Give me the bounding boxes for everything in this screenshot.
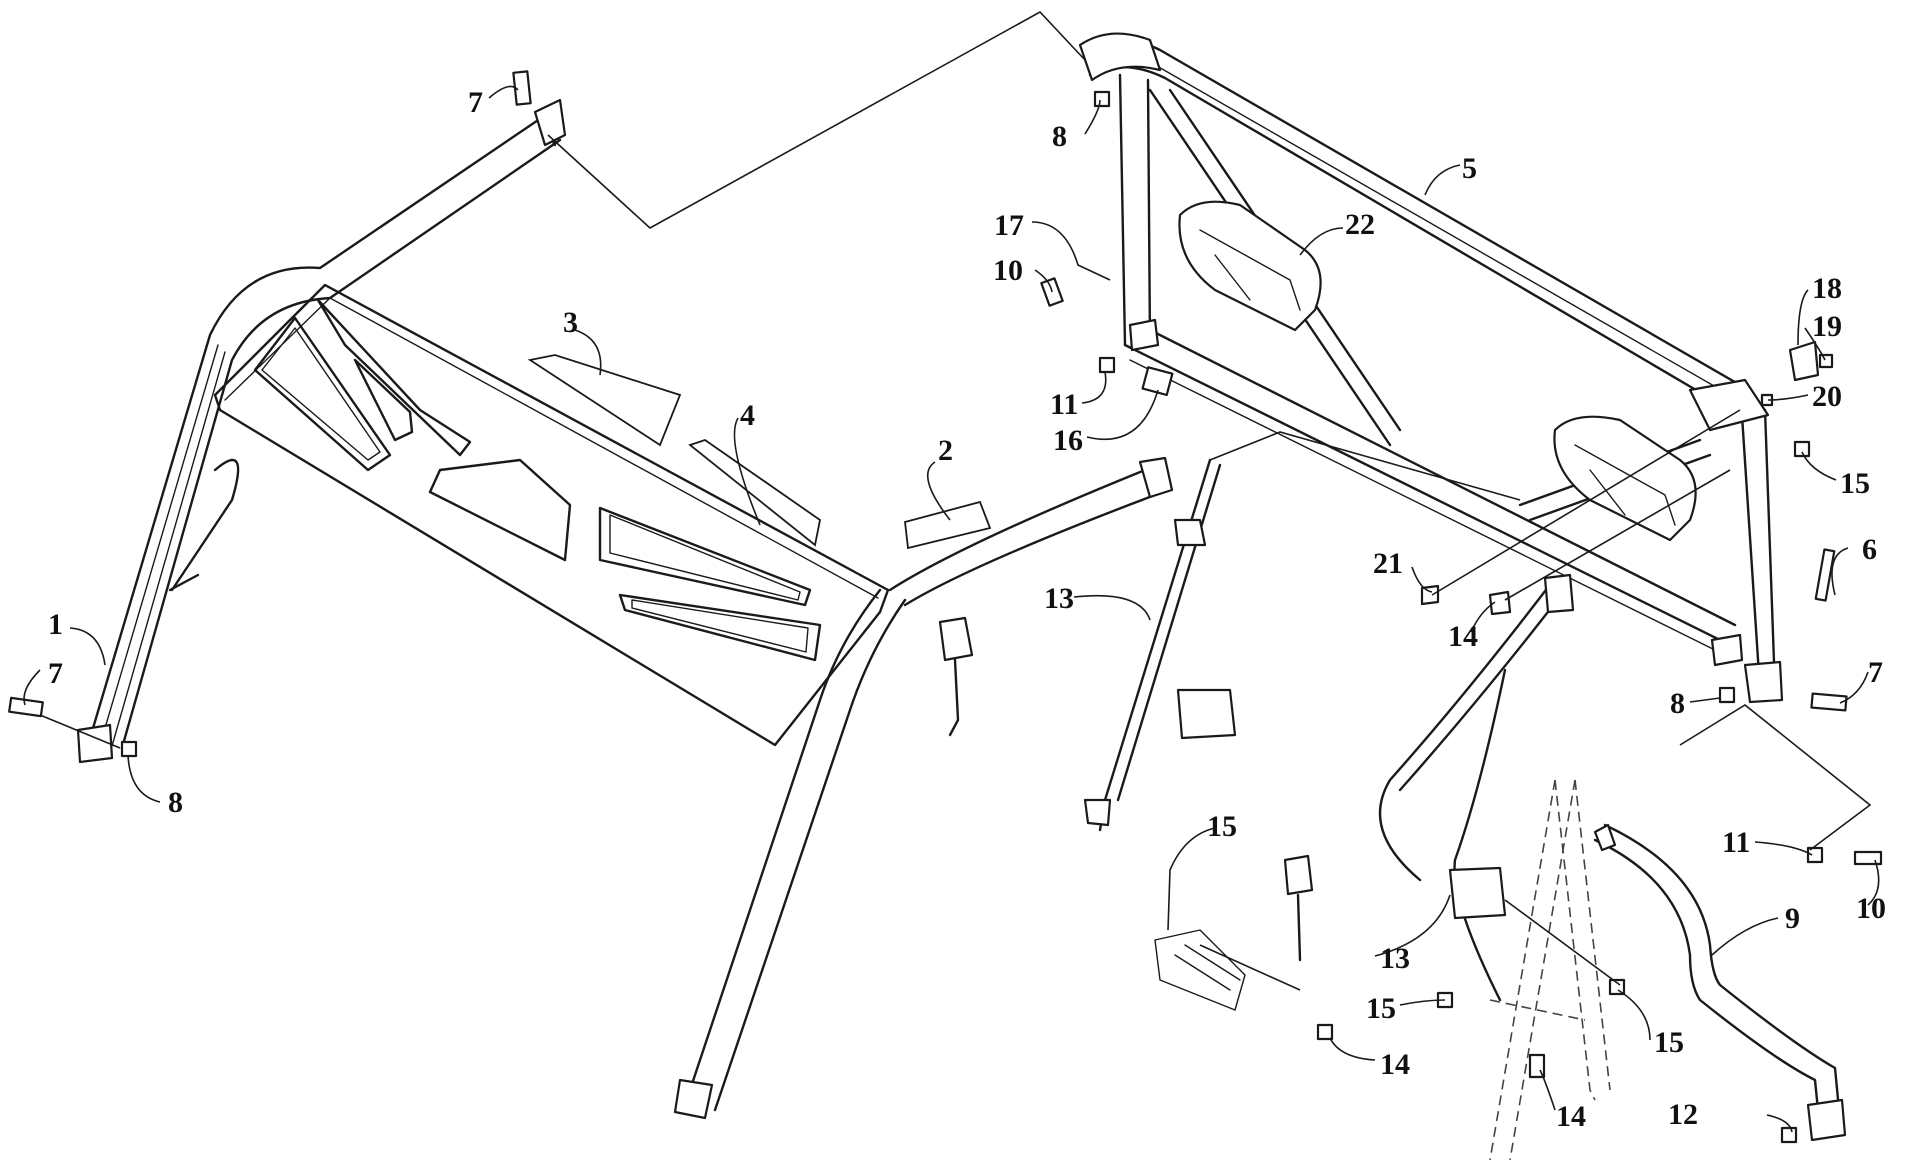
callout-21: 21 — [1373, 547, 1403, 580]
callout-16: 16 — [1053, 424, 1083, 457]
callout-19: 19 — [1812, 310, 1842, 343]
decal-2 — [904, 500, 992, 550]
decals — [527, 354, 992, 550]
callout-14-upper: 14 — [1448, 620, 1478, 653]
hardware — [8, 70, 1883, 1144]
callout-11-right: 11 — [1722, 826, 1750, 859]
callout-6: 6 — [1862, 533, 1877, 566]
callout-9: 9 — [1785, 902, 1800, 935]
callout-4: 4 — [740, 399, 755, 432]
front-roll-bar — [76, 98, 1174, 1120]
seat-belts — [938, 458, 1575, 1002]
decal-3 — [527, 354, 682, 447]
decal-4 — [688, 439, 821, 547]
headrest-left — [1178, 200, 1322, 332]
callout-10-right: 10 — [1856, 892, 1886, 925]
callout-20: 20 — [1812, 380, 1842, 413]
callout-7-left: 7 — [48, 657, 63, 690]
assembly-lines — [39, 10, 1872, 991]
seat-frame-reference — [1489, 779, 1611, 1161]
headrests — [1178, 200, 1697, 542]
callout-3: 3 — [563, 306, 578, 339]
callout-14-lower-left: 14 — [1380, 1048, 1410, 1081]
callout-17: 17 — [994, 209, 1024, 242]
callout-14-lower-right: 14 — [1556, 1100, 1586, 1133]
callout-15-center: 15 — [1366, 992, 1396, 1025]
callout-7-right: 7 — [1868, 656, 1883, 689]
callout-18: 18 — [1812, 272, 1842, 305]
callout-2: 2 — [938, 434, 953, 467]
callout-15-lower-right: 15 — [1654, 1026, 1684, 1059]
callout-1: 1 — [48, 608, 63, 641]
callout-15-floor: 15 — [1207, 810, 1237, 843]
callouts: 1 2 3 4 5 6 7 7 7 8 8 8 9 10 10 11 11 12… — [48, 86, 1886, 1133]
callout-12: 12 — [1668, 1098, 1698, 1131]
callout-13-lower: 13 — [1380, 942, 1410, 975]
floor-bracket — [1154, 929, 1246, 1011]
callout-8-left: 8 — [168, 786, 183, 819]
callout-8-right: 8 — [1670, 687, 1685, 720]
callout-11-left: 11 — [1050, 388, 1078, 421]
callout-8-top: 8 — [1052, 120, 1067, 153]
callout-10-left: 10 — [993, 254, 1023, 287]
grab-bar — [1593, 823, 1847, 1142]
callout-13-upper: 13 — [1044, 582, 1074, 615]
callout-5: 5 — [1462, 152, 1477, 185]
callout-leaders — [23, 85, 1880, 1133]
callout-15-upper-right: 15 — [1840, 467, 1870, 500]
callout-22: 22 — [1345, 208, 1375, 241]
callout-7-top: 7 — [468, 86, 483, 119]
